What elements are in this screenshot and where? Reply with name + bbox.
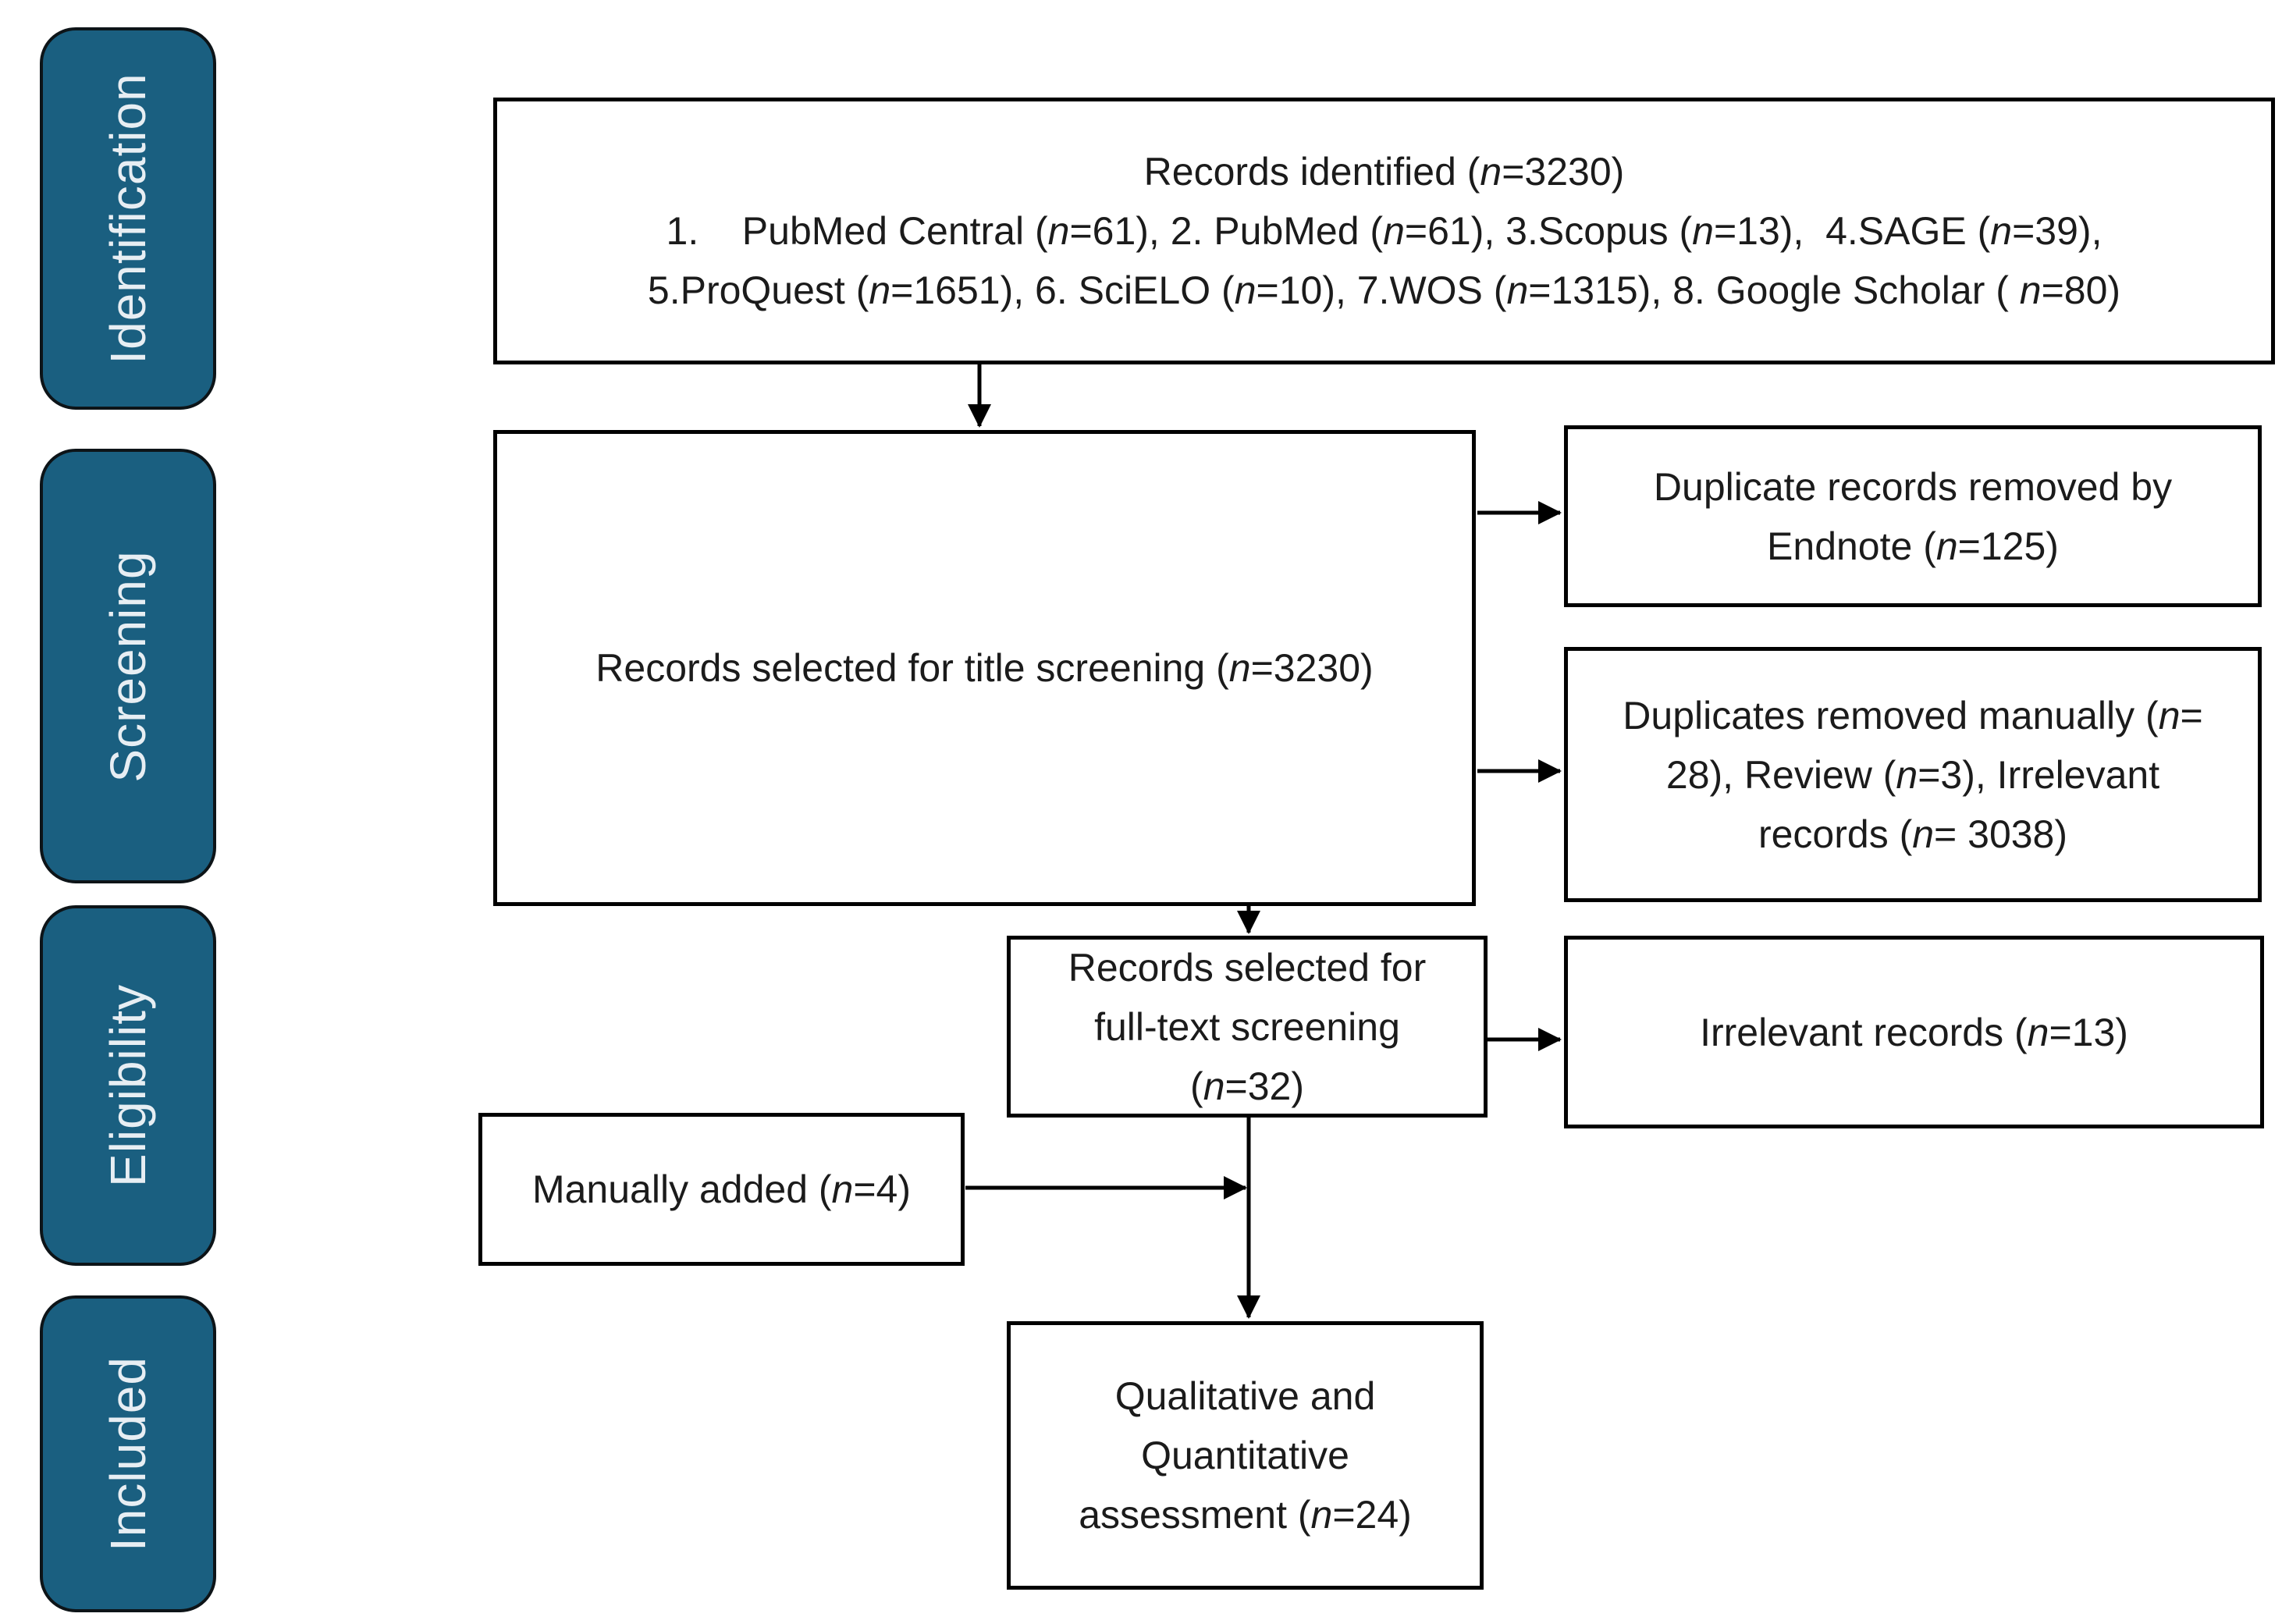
box-records-identified: Records identified (n=3230) 1. PubMed Ce… xyxy=(493,98,2275,364)
assessment-line: Qualitative and xyxy=(1114,1374,1376,1418)
assessment-line: Quantitative xyxy=(1141,1434,1349,1477)
full-text-line: full-text screening xyxy=(1094,1004,1400,1049)
box-endnote-duplicates: Duplicate records removed by Endnote (n=… xyxy=(1564,425,2262,607)
manually-added-text: Manually added (n=4) xyxy=(531,1167,912,1211)
box-assessment: Qualitative and Quantitative assessment … xyxy=(1007,1321,1484,1590)
stage-tab-identification: Identification xyxy=(40,27,216,410)
stage-tab-label: Identification xyxy=(100,73,156,364)
stage-tab-label: Screening xyxy=(100,549,156,783)
manual-duplicates-line: Duplicates removed manually (n= xyxy=(1623,693,2203,737)
box-manual-duplicates: Duplicates removed manually (n= 28), Rev… xyxy=(1564,647,2262,902)
stage-tab-label: Eligibility xyxy=(100,984,156,1187)
box-title-screening: Records selected for title screening (n=… xyxy=(493,430,1476,906)
manual-duplicates-line: records (n= 3038) xyxy=(1758,812,2068,856)
stage-tab-eligibility: Eligibility xyxy=(40,905,216,1266)
records-identified-title: Records identified (n=3230) xyxy=(1143,150,1625,194)
endnote-duplicates-line: Duplicate records removed by xyxy=(1653,464,2173,509)
records-identified-sources-line2: 5.ProQuest (n=1651), 6. SciELO (n=10), 7… xyxy=(647,268,2121,312)
box-irrelevant-records: Irrelevant records (n=13) xyxy=(1564,936,2264,1128)
box-full-text-screening: Records selected for full-text screening… xyxy=(1007,936,1488,1118)
title-screening-text: Records selected for title screening (n=… xyxy=(595,646,1374,690)
stage-tab-label: Included xyxy=(100,1356,156,1551)
endnote-duplicates-line: Endnote (n=125) xyxy=(1767,524,2059,568)
records-identified-sources-line1: 1. PubMed Central (n=61), 2. PubMed (n=6… xyxy=(666,209,2102,253)
stage-tab-screening: Screening xyxy=(40,449,216,883)
full-text-line: Records selected for xyxy=(1068,945,1427,990)
stage-tab-included: Included xyxy=(40,1295,216,1612)
full-text-line: (n=32) xyxy=(1190,1064,1304,1108)
box-manually-added: Manually added (n=4) xyxy=(478,1113,965,1266)
manual-duplicates-line: 28), Review (n=3), Irrelevant xyxy=(1665,752,2160,797)
irrelevant-records-text: Irrelevant records (n=13) xyxy=(1700,1010,2128,1054)
assessment-line: assessment (n=24) xyxy=(1079,1493,1412,1537)
